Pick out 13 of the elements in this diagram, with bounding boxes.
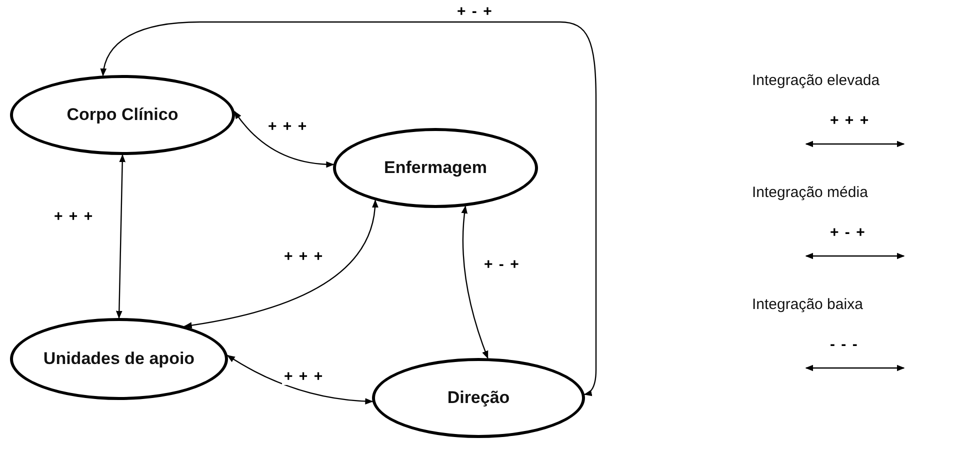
double-arrow bbox=[184, 200, 378, 328]
node-label: Enfermagem bbox=[384, 156, 487, 179]
double-arrow bbox=[461, 205, 488, 359]
double-arrow bbox=[116, 154, 126, 319]
legend-label: Integração baixa bbox=[752, 296, 863, 313]
double-arrow bbox=[226, 354, 374, 404]
node-label: Unidades de apoio bbox=[43, 348, 195, 370]
double-arrow bbox=[234, 110, 334, 168]
legend-label: Integração elevada bbox=[752, 72, 880, 89]
double-arrow bbox=[100, 21, 597, 396]
legend-label: Integração média bbox=[752, 184, 868, 201]
node-label: Direção bbox=[447, 386, 510, 409]
node-label: Corpo Clínico bbox=[66, 104, 178, 126]
